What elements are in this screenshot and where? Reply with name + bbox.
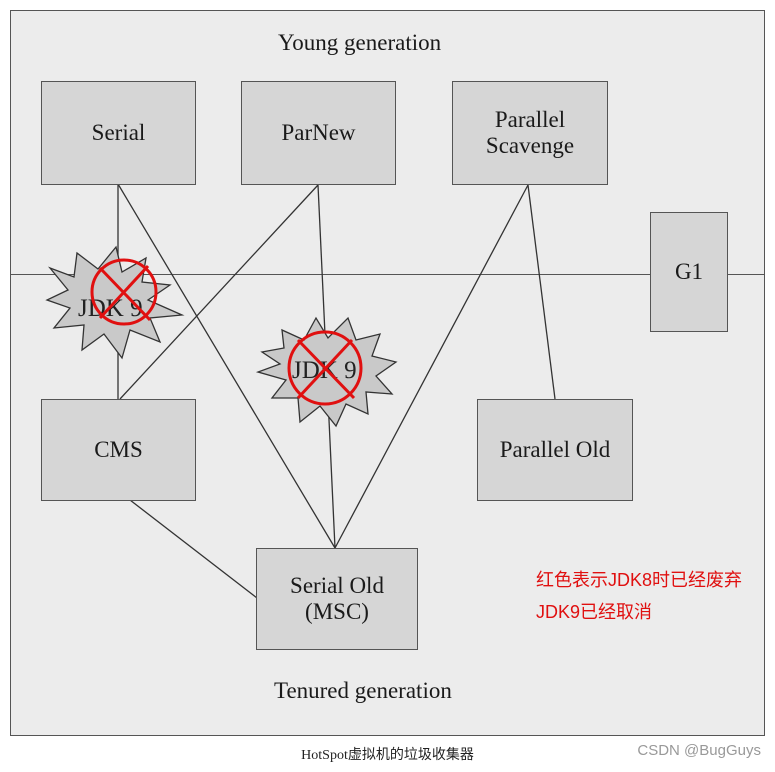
deprecated-cross-icon — [90, 258, 158, 326]
edge-parnew-cms — [119, 184, 319, 400]
note-line-1: 红色表示JDK8时已经废弃 — [536, 570, 743, 590]
collector-parnew: ParNew — [241, 81, 396, 185]
figure-caption: HotSpot虚拟机的垃圾收集器 — [301, 748, 474, 763]
note-line-2: JDK9已经取消 — [536, 602, 653, 622]
edge-serial-serialold — [117, 183, 336, 549]
watermark: CSDN @BugGuys — [637, 742, 761, 759]
collector-g1: G1 — [650, 212, 728, 332]
deprecated-cross-icon — [287, 330, 363, 406]
collector-serial-old: Serial Old (MSC) — [256, 548, 418, 650]
edge-ps-parallelold — [527, 184, 556, 400]
edge-cms-serialold — [129, 499, 258, 599]
collector-parallel-old: Parallel Old — [477, 399, 633, 501]
collector-serial: Serial — [41, 81, 196, 185]
generation-divider — [10, 274, 765, 275]
tenured-generation-label: Tenured generation — [274, 678, 452, 703]
collector-cms: CMS — [41, 399, 196, 501]
collector-parallel-scavenge: Parallel Scavenge — [452, 81, 608, 185]
young-generation-label: Young generation — [278, 30, 442, 55]
edge-ps-serialold — [334, 184, 529, 549]
